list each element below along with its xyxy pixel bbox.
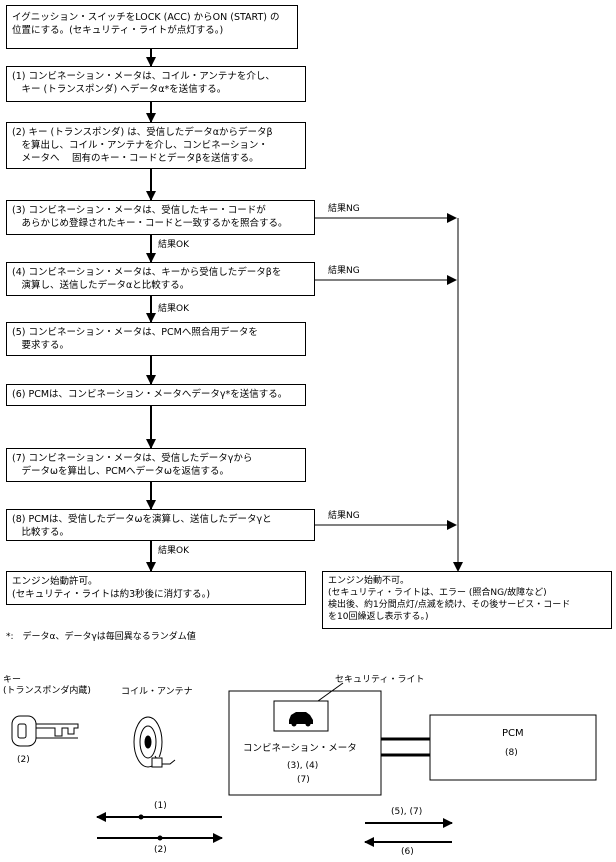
pcm-box [429,714,597,781]
step2-box: (2) キー (トランスポンダ) は、受信したデータαからデータβ を算出し、コ… [6,122,306,169]
car-icon [289,712,313,727]
step1-box: (1) コンビネーション・メータは、コイル・アンテナを介し、 キー (トランスポ… [6,66,306,102]
start-box: イグニッション・スイッチをLOCK (ACC) からON (START) の 位… [6,5,298,49]
result-ng-label-1: 結果NG [328,204,360,214]
security-light-label: セキュリティ・ライト [335,675,425,685]
step8-box: (8) PCMは、受信したデータωを演算し、送信したデータγと 比較する。 [6,509,315,541]
arrow-2-label: (2) [154,845,167,855]
key-label: キー (トランスポンダ内蔵) [3,675,91,696]
result-ng-label-3: 結果NG [328,511,360,521]
result-ng-label-2: 結果NG [328,266,360,276]
combination-meter-numbers: (3), (4) [287,761,319,771]
step3-box: (3) コンビネーション・メータは、受信したキー・コードが あらかじめ登録された… [6,200,315,235]
coil-antenna-icon [133,716,176,768]
pcm-label: PCM [502,728,524,739]
footnote: *: データα、データγは毎回異なるランダム値 [6,632,196,642]
pcm-number: (8) [505,748,518,758]
security-light-leader [317,682,344,702]
coil-antenna-label: コイル・アンテナ [121,687,193,697]
result-ok-label-3: 結果OK [158,546,189,556]
combination-meter-number-7: (7) [297,775,310,785]
step4-box: (4) コンビネーション・メータは、キーから受信したデータβを 演算し、送信した… [6,262,315,296]
arrow-6-label: (6) [401,847,414,857]
engine-start-denied-box: エンジン始動不可。 (セキュリティ・ライトは、エラー (照合NG/故障など) 検… [322,571,612,629]
step7-box: (7) コンビネーション・メータは、受信したデータγから データωを算出し、PC… [6,448,306,482]
result-ok-label-2: 結果OK [158,304,189,314]
engine-start-permitted-box: エンジン始動許可。 (セキュリティ・ライトは約3秒後に消灯する。) [6,571,306,605]
step6-box: (6) PCMは、コンビネーション・メータへデータγ*を送信する。 [6,384,306,406]
arrow-5-7-label: (5), (7) [391,807,423,817]
step5-box: (5) コンビネーション・メータは、PCMへ照合用データを 要求する。 [6,322,306,356]
arrow-1-label: (1) [154,801,167,811]
combination-meter-label: コンビネーション・メータ [243,743,357,754]
key-number: (2) [17,755,30,765]
key-icon [11,715,79,747]
result-ok-label-1: 結果OK [158,240,189,250]
